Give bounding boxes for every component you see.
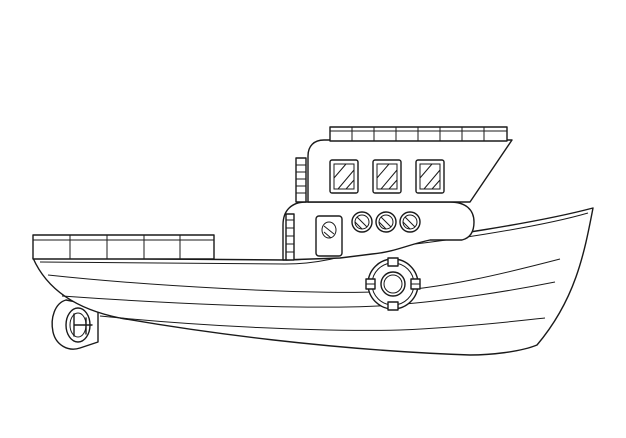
wheelhouse xyxy=(295,139,513,203)
window-3 xyxy=(415,159,445,194)
window-2 xyxy=(372,159,402,194)
window-1 xyxy=(329,159,359,194)
lifebuoy-icon xyxy=(365,257,421,311)
deck-railing xyxy=(32,234,215,260)
porthole-2 xyxy=(375,211,397,233)
lower-cabin xyxy=(282,201,475,261)
roof-railing xyxy=(329,126,508,142)
porthole-1 xyxy=(351,211,373,233)
porthole-3 xyxy=(399,211,421,233)
propeller xyxy=(51,299,99,350)
